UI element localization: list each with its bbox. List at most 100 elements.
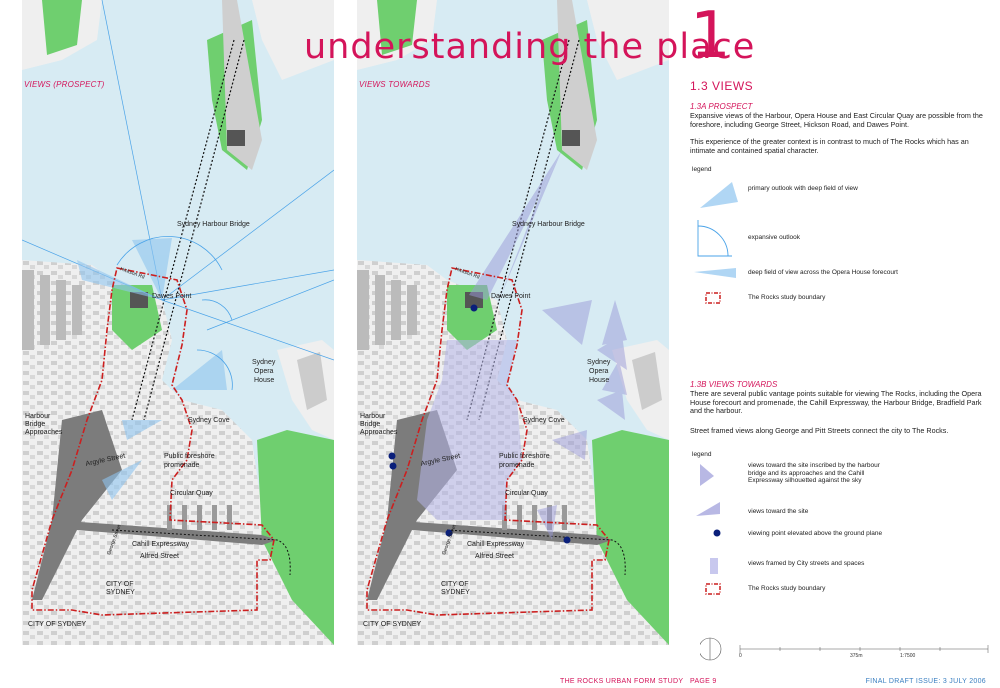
inscribed-wedge-icon (700, 464, 714, 486)
cahill-expressway (52, 520, 277, 545)
label-city-2: SYDNEY (106, 589, 135, 596)
legend-text: The Rocks study boundary (748, 294, 826, 301)
legend-item-site-view: views toward the site (692, 500, 992, 526)
label-promenade-2: promenade (499, 462, 535, 469)
towards-paragraph-1: There are several public vantage points … (690, 389, 982, 416)
label-circular-quay: Circular Quay (170, 490, 213, 497)
label-promenade-2: promenade (164, 462, 200, 469)
kirribilli-land (557, 0, 597, 170)
opera-forecourt-sliver-icon (694, 268, 736, 278)
scale-ratio: 1:7500 (900, 653, 916, 659)
label-sydney-cove: Sydney Cove (188, 417, 230, 424)
legend-text: The Rocks study boundary (748, 585, 826, 592)
legend-item-viewpoint: viewing point elevated above the ground … (692, 528, 992, 554)
footer-study-name: THE ROCKS URBAN FORM STUDY (560, 678, 684, 685)
legend-item-expansive: expansive outlook (692, 218, 992, 257)
study-boundary-icon (705, 583, 721, 595)
towards-paragraph-2: Street framed views along George and Pit… (690, 426, 949, 435)
walsh-bay-wharves (22, 270, 82, 350)
legend-text: views framed by City streets and spaces (748, 560, 865, 567)
label-promenade-1: Public foreshore (164, 453, 215, 460)
bridge-deck-dashed-2 (478, 39, 580, 421)
prospect-map-title: VIEWS (PROSPECT) (24, 80, 105, 89)
bridge-pylon-north (227, 130, 245, 146)
expansive-arc-icon (697, 220, 732, 257)
label-approaches-2: Bridge (360, 421, 380, 428)
footer-page-number: PAGE 9 (690, 678, 717, 685)
viewing-point-dot-icon (713, 529, 721, 537)
bridge-pylon-south (130, 292, 148, 308)
prospect-legend-label: legend (692, 166, 712, 173)
label-dawes-point: Dawes Point (152, 293, 191, 300)
kirribilli-land (222, 0, 262, 170)
label-opera-house-2: Opera (589, 368, 609, 375)
legend-text: primary outlook with deep field of view (748, 185, 858, 192)
legend-item-inscribed: views toward the site inscribed by the h… (692, 462, 992, 488)
label-city-1: CITY OF (441, 581, 468, 588)
north-east-land (252, 0, 334, 80)
label-opera-house-1: Sydney (587, 359, 611, 366)
scale-zero: 0 (739, 653, 742, 659)
towards-map-title: VIEWS TOWARDS (359, 80, 431, 89)
towards-subhead: 1.3B VIEWS TOWARDS (690, 380, 778, 389)
label-cahill-expressway: Cahill Expressway (467, 541, 525, 548)
rocks-land (22, 260, 334, 645)
label-opera-house-3: House (254, 377, 274, 384)
towards-view-wedges (469, 150, 627, 540)
rocks-study-boundary (366, 267, 610, 616)
legend-text: views toward the site (748, 508, 809, 515)
street-frame-icon (710, 558, 718, 574)
legend-text: deep field of view across the Opera Hous… (748, 269, 898, 276)
label-opera-house-2: Opera (254, 368, 274, 375)
chapter-number: 1 (690, 0, 731, 73)
label-approaches-1: Harbour (25, 413, 51, 420)
label-approaches-3: Approaches (25, 429, 63, 436)
label-city-1: CITY OF (106, 581, 133, 588)
legend-item-boundary-towards: The Rocks study boundary (692, 582, 992, 608)
botanic-garden (257, 430, 334, 645)
dawes-point-park (447, 285, 497, 350)
label-alfred-street: Alfred Street (475, 553, 514, 560)
label-city-2: SYDNEY (441, 589, 470, 596)
label-cahill-expressway: Cahill Expressway (132, 541, 190, 548)
label-approaches-3: Approaches (360, 429, 398, 436)
bridge-deck-dashed-2 (143, 39, 245, 421)
prospect-view-wedges (77, 238, 227, 500)
north-east-land (587, 0, 669, 80)
prospect-subhead: 1.3A PROSPECT (690, 102, 753, 111)
legend-item-street-frame: views framed by City streets and spaces (692, 556, 992, 582)
legend-text: expansive outlook (748, 234, 801, 241)
label-promenade-1: Public foreshore (499, 453, 550, 460)
prospect-paragraph-2: This experience of the greater context i… (690, 137, 969, 155)
dawes-point-park (112, 285, 162, 350)
label-harbour-bridge: Sydney Harbour Bridge (512, 221, 585, 228)
legend-item-boundary-prospect: The Rocks study boundary (692, 291, 992, 317)
label-sydney-cove: Sydney Cove (523, 417, 565, 424)
opera-house-building (297, 352, 327, 410)
legend-text: views toward the site inscribed by the h… (748, 462, 880, 485)
rocks-study-boundary (31, 267, 275, 616)
label-dawes-point: Dawes Point (491, 293, 530, 300)
label-city-bottom: CITY OF SYDNEY (28, 621, 87, 628)
walsh-bay-wharves (357, 270, 417, 350)
label-opera-house-3: House (589, 377, 609, 384)
page-heading: understanding the place (304, 27, 756, 67)
map-views-prospect: Sydney Harbour Bridge Dawes Point Sydney… (22, 0, 334, 645)
label-approaches-2: Bridge (25, 421, 45, 428)
opera-house-building (632, 352, 662, 410)
study-boundary-icon (705, 292, 721, 304)
towards-legend-label: legend (692, 451, 712, 458)
site-wedge-icon (696, 502, 720, 516)
bridge-pylon-north (562, 130, 580, 146)
map-towards-svg: Sydney Harbour Bridge Dawes Point Sydney… (357, 0, 669, 645)
label-city-bottom: CITY OF SYDNEY (363, 621, 422, 628)
label-approaches-1: Harbour (360, 413, 386, 420)
scale-ticks (739, 645, 989, 653)
scale-mid: 375m (850, 653, 863, 659)
north-arrow-icon (700, 637, 722, 661)
cahill-dashed (111, 529, 291, 576)
cahill-expressway (387, 520, 612, 545)
prospect-paragraph-1: Expansive views of the Harbour, Opera Ho… (690, 111, 983, 129)
map-prospect-svg: Sydney Harbour Bridge Dawes Point Sydney… (22, 0, 334, 645)
legend-item-deep-field: primary outlook with deep field of view (692, 180, 992, 208)
